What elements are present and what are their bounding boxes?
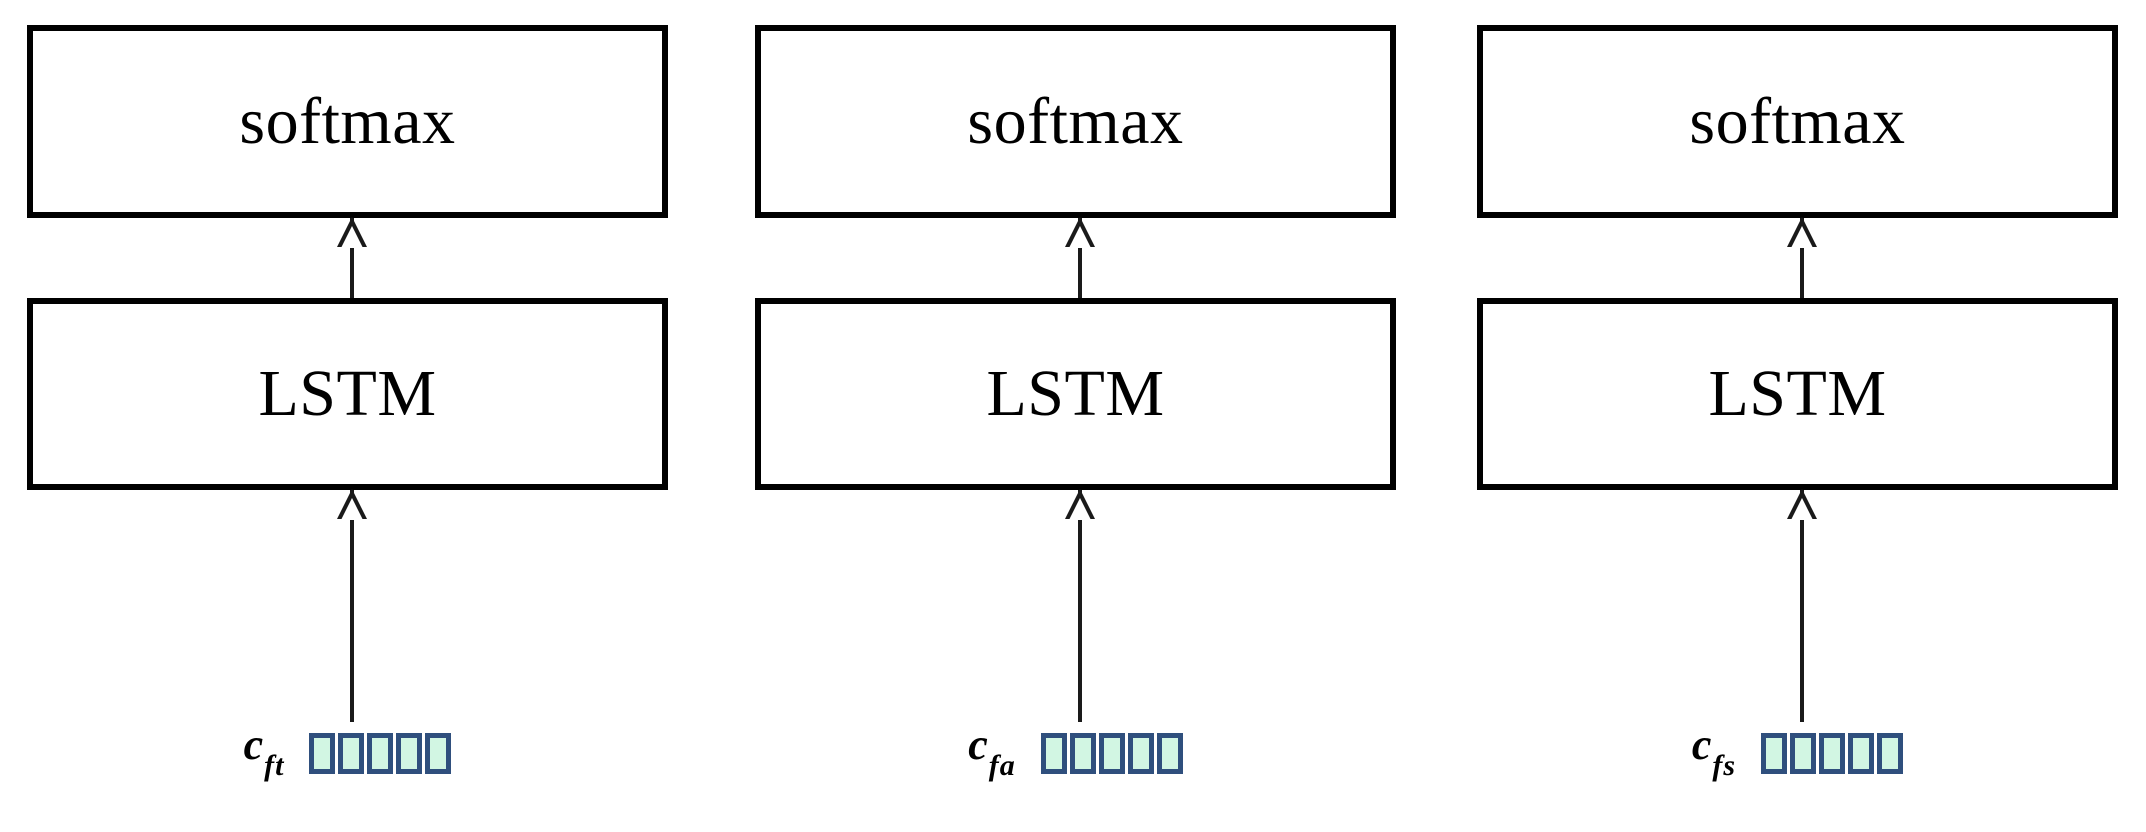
softmax-label: softmax bbox=[239, 84, 456, 158]
feature-cell bbox=[425, 732, 452, 774]
arrow-feature-to-lstm-text bbox=[337, 489, 367, 722]
feature-cell bbox=[1761, 732, 1788, 774]
feature-symbol-text: cft bbox=[243, 720, 284, 781]
feature-vector-audio: cfa bbox=[755, 718, 1396, 788]
feature-base: c bbox=[968, 720, 988, 770]
up-arrow-icon bbox=[337, 489, 367, 520]
feature-cell bbox=[1156, 732, 1183, 774]
feature-base: c bbox=[1691, 720, 1712, 770]
feature-cell bbox=[1127, 732, 1154, 774]
softmax-box-audio[interactable]: softmax bbox=[755, 25, 1396, 218]
softmax-box-text[interactable]: softmax bbox=[27, 25, 668, 218]
up-arrow-icon bbox=[1787, 217, 1817, 248]
feature-base: c bbox=[243, 720, 264, 770]
feature-cell bbox=[1877, 732, 1904, 774]
branch-column-audio: softmax LSTM cfa bbox=[755, 0, 1396, 832]
feature-cell bbox=[309, 732, 336, 774]
lstm-label: LSTM bbox=[258, 357, 437, 430]
feature-symbol-speech: cfs bbox=[1691, 720, 1735, 781]
arrow-lstm-to-softmax-speech bbox=[1787, 217, 1817, 298]
softmax-box-speech[interactable]: softmax bbox=[1477, 25, 2118, 218]
up-arrow-icon bbox=[337, 217, 367, 248]
feature-cell bbox=[1098, 732, 1125, 774]
feature-subscript: fa bbox=[988, 748, 1016, 782]
feature-subscript: fs bbox=[1712, 748, 1737, 782]
feature-cell bbox=[1040, 732, 1067, 774]
lstm-box-text[interactable]: LSTM bbox=[27, 298, 668, 490]
feature-cell bbox=[367, 732, 394, 774]
feature-symbol-audio: cfa bbox=[968, 720, 1015, 781]
feature-cell bbox=[338, 732, 365, 774]
arrow-feature-to-lstm-audio bbox=[1065, 489, 1095, 722]
feature-cell bbox=[1819, 732, 1846, 774]
feature-cells-text bbox=[309, 732, 452, 774]
feature-cell bbox=[1848, 732, 1875, 774]
lstm-label: LSTM bbox=[1708, 357, 1887, 430]
arrow-lstm-to-softmax-text bbox=[337, 217, 367, 298]
lstm-box-audio[interactable]: LSTM bbox=[755, 298, 1396, 490]
up-arrow-icon bbox=[1787, 489, 1817, 520]
feature-cell bbox=[1069, 732, 1096, 774]
feature-cell bbox=[396, 732, 423, 774]
arrow-feature-to-lstm-speech bbox=[1787, 489, 1817, 722]
feature-cells-speech bbox=[1761, 732, 1904, 774]
arrow-lstm-to-softmax-audio bbox=[1065, 217, 1095, 298]
feature-vector-text: cft bbox=[27, 718, 668, 788]
branch-column-speech: softmax LSTM cfs bbox=[1477, 0, 2118, 832]
up-arrow-icon bbox=[1065, 217, 1095, 248]
lstm-box-speech[interactable]: LSTM bbox=[1477, 298, 2118, 490]
lstm-label: LSTM bbox=[986, 357, 1165, 430]
softmax-label: softmax bbox=[967, 84, 1184, 158]
feature-cells-audio bbox=[1040, 732, 1183, 774]
feature-cell bbox=[1790, 732, 1817, 774]
feature-vector-speech: cfs bbox=[1477, 718, 2118, 788]
softmax-label: softmax bbox=[1689, 84, 1906, 158]
branch-column-text: softmax LSTM cft bbox=[27, 0, 668, 832]
up-arrow-icon bbox=[1065, 489, 1095, 520]
feature-subscript: ft bbox=[264, 748, 285, 782]
